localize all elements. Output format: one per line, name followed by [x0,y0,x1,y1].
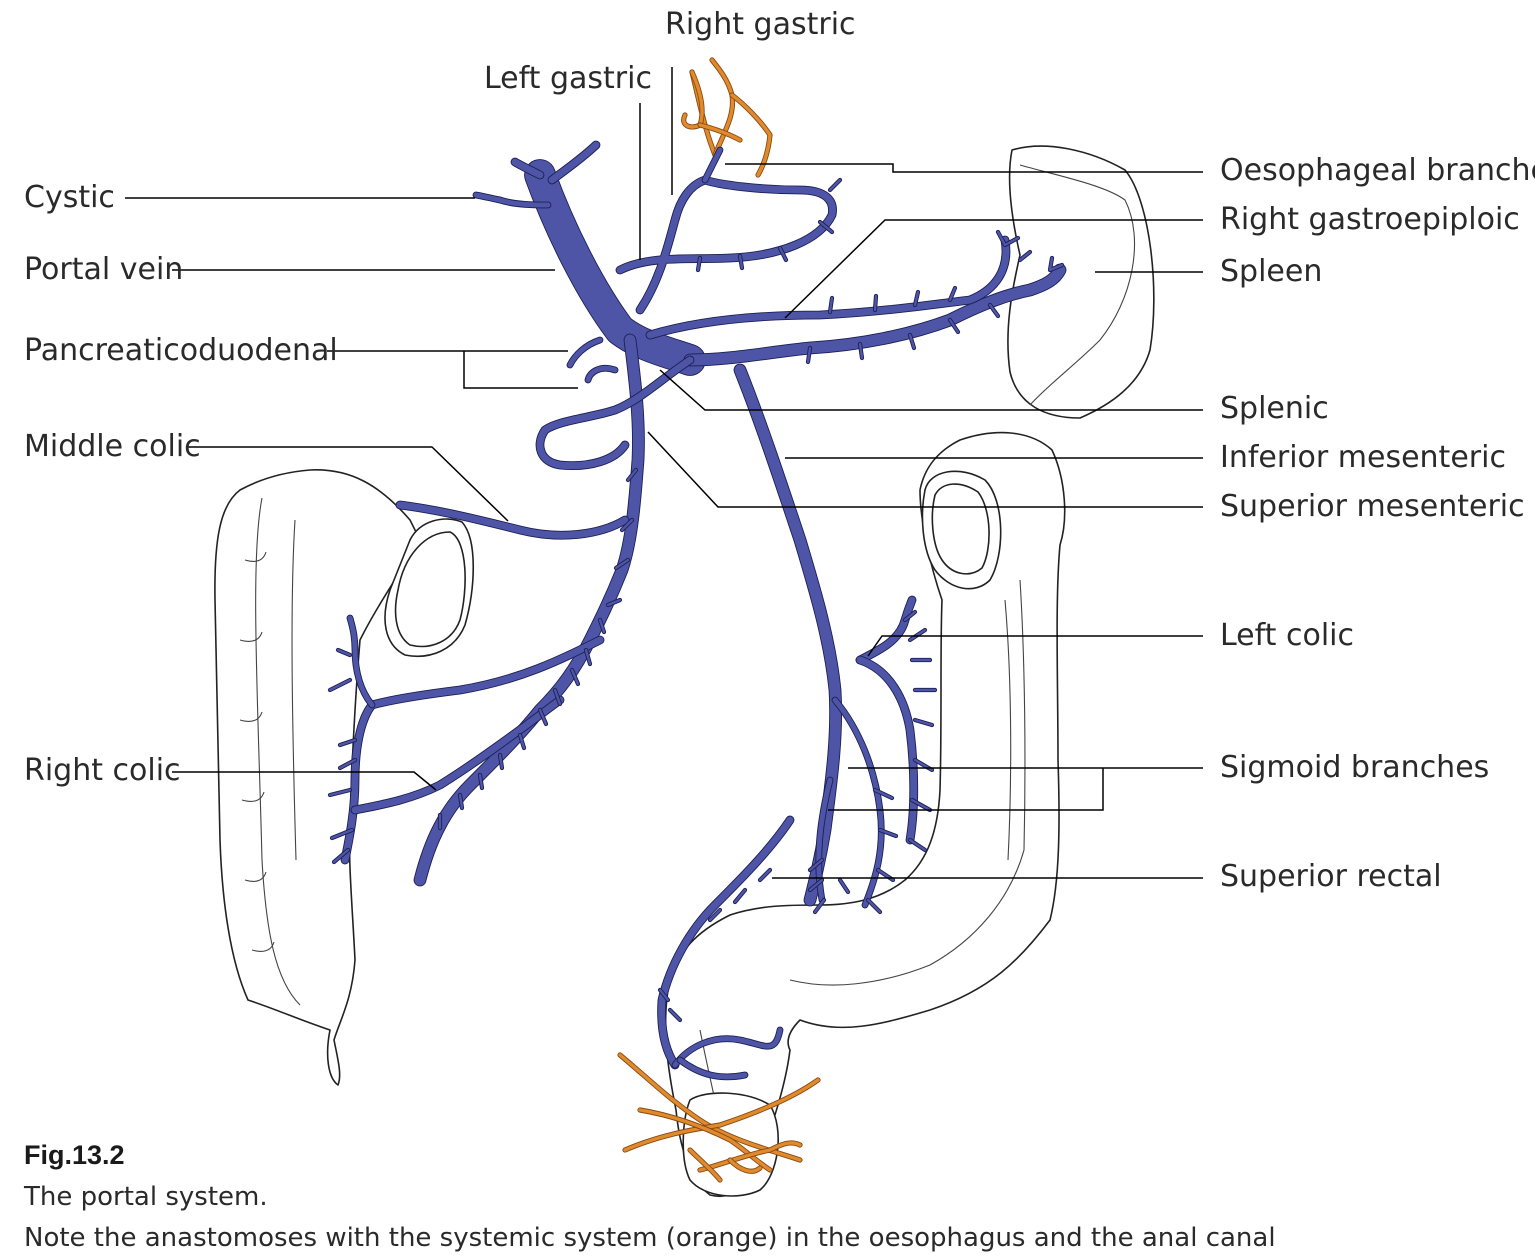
portal-vein-hilum-left [548,141,600,184]
middle-colic-vein [536,356,694,470]
descending-sigmoid-colon [664,431,1066,1197]
systemic-anastomoses [617,57,821,1183]
left-colic-lower [856,656,918,844]
label-oesophageal-branches: Oesophageal branches [1220,153,1535,188]
superior-rectal-twig [677,1057,748,1080]
transverse-colon-stump [384,518,474,657]
right-colic-marginal [347,615,375,708]
figure-title: The portal system. [23,1182,268,1212]
label-left-gastric: Left gastric [484,61,652,96]
label-pancreaticoduodenal: Pancreaticoduodenal [24,333,338,368]
superior-rectal-branch [672,1027,783,1068]
oesophageal-systemic-veins [681,57,773,178]
label-cystic: Cystic [24,180,115,215]
right-colic-vein [341,636,604,864]
anal-canal-systemic-veins [617,1052,821,1183]
label-portal-vein: Portal vein [24,252,183,287]
pancreaticoduodenal-vein-lower [585,365,618,383]
label-middle-colic: Middle colic [24,429,201,464]
label-superior-rectal: Superior rectal [1220,859,1442,894]
figure-caption: Fig.13.2 The portal system. Note the ana… [23,1140,1276,1253]
vein-twigs [328,178,1064,1022]
inferior-mesenteric-vein [734,364,842,906]
ileocolic-vein [351,696,564,814]
left-gastric-vein [616,176,836,314]
label-right-gastric: Right gastric [665,7,856,42]
splenic-vein-upper [646,236,1010,339]
splenic-vein [684,264,1066,366]
label-right-colic: Right colic [24,753,181,788]
portal-venous-tree [327,140,1067,1081]
portal-vein-trunk [525,160,705,375]
label-sigmoid-branches: Sigmoid branches [1220,750,1489,785]
label-right-gastroepiploic: Right gastroepiploic [1220,202,1520,237]
label-left-colic: Left colic [1220,618,1354,653]
figure-number: Fig.13.2 [24,1140,125,1170]
portal-vein-hilum-right [511,158,544,179]
middle-colic-branch [396,501,629,539]
diagram-labels: Right gastric Left gastric Cystic Portal… [24,7,1535,894]
spleen-organ [1007,145,1155,419]
sigmoid-branch-1 [832,697,884,908]
superior-rectal-vein [658,816,794,1069]
label-spleen: Spleen [1220,254,1322,289]
ascending-colon [214,469,421,1086]
superior-mesenteric-vein [414,334,644,886]
oesophageal-branch [702,147,723,183]
sigmoid-branch-2 [816,777,833,903]
figure-note: Note the anastomoses with the systemic s… [24,1223,1276,1253]
cystic-vein [473,192,551,208]
label-inferior-mesenteric: Inferior mesenteric [1220,440,1506,475]
pancreaticoduodenal-vein [567,337,603,368]
leader-lines [125,67,1203,879]
label-splenic: Splenic [1220,391,1329,426]
label-superior-mesenteric: Superior mesenteric [1220,489,1525,524]
